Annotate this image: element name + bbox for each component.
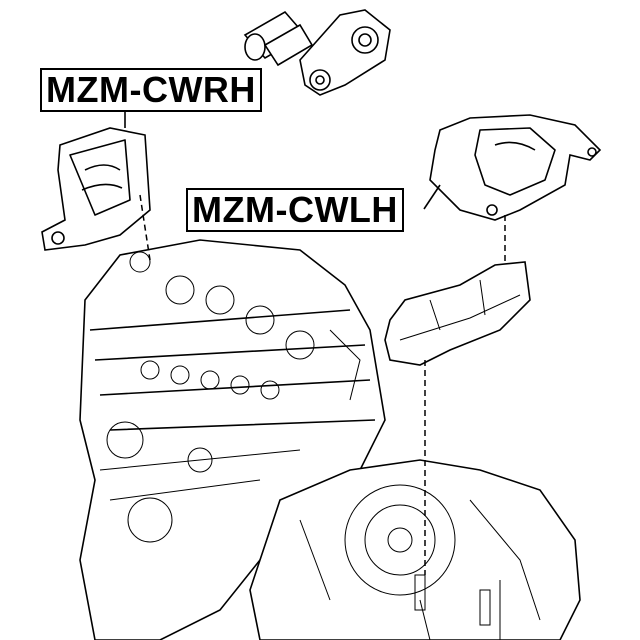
- left-mount: [429, 114, 602, 221]
- part-label-mzm-cwrh: MZM-CWRH: [40, 68, 262, 112]
- rh-guide-line: [139, 194, 151, 261]
- engine-block: [79, 239, 386, 640]
- part-label-mzm-cwlh: MZM-CWLH: [186, 188, 404, 232]
- transmission: [249, 459, 581, 640]
- right-mount: [41, 127, 151, 251]
- left-bracket: [384, 261, 531, 366]
- torque-rod: [243, 9, 391, 96]
- lh-leader-line: [423, 184, 441, 210]
